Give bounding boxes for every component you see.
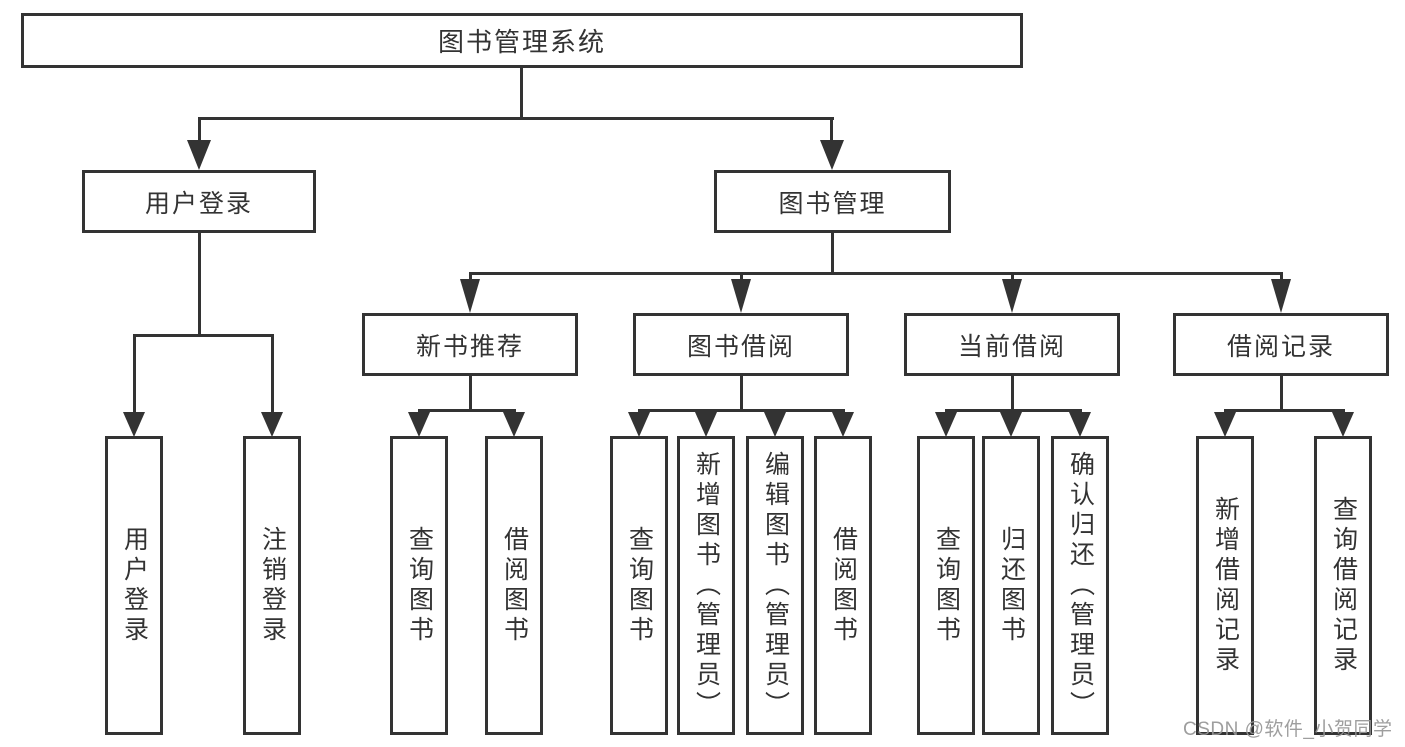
arrow-down-icon [695,412,717,437]
connector-line [1224,409,1344,412]
connector-line [1280,272,1283,280]
node-borrowing-records-label: 借阅记录 [1226,332,1335,361]
connector-line [1011,272,1014,280]
connector-line [469,272,1283,275]
connector-line [1011,376,1014,411]
arrow-down-icon [628,412,650,437]
node-book-management: 图书管理 [714,170,951,233]
connector-line [198,117,834,120]
arrow-down-icon [731,279,751,313]
connector-line [740,376,743,411]
node-book-borrowing: 图书借阅 [633,313,849,376]
node-new-book-recommend: 新书推荐 [362,313,578,376]
arrow-down-icon [503,412,525,437]
leaf-borrow-books: 借阅图书 [814,436,872,735]
leaf-user-login-label: 用户登录 [120,525,149,646]
leaf-query-borrow-record: 查询借阅记录 [1314,436,1372,735]
leaf-borrow-books-label: 借阅图书 [829,525,858,646]
connector-line [1280,376,1283,411]
arrow-down-icon [123,412,145,437]
arrow-down-icon [820,140,844,170]
node-new-book-recommend-label: 新书推荐 [415,332,524,361]
leaf-query-borrow-record-label: 查询借阅记录 [1329,495,1358,676]
connector-line [133,334,136,414]
connector-line [469,376,472,411]
leaf-query-books-borrowing: 查询图书 [610,436,668,735]
leaf-query-books-borrowing-label: 查询图书 [625,525,654,646]
leaf-edit-books-admin-label: 编辑图书（管理员） [761,450,790,721]
leaf-add-books-admin: 新增图书（管理员） [677,436,735,735]
leaf-add-borrow-record-label: 新增借阅记录 [1211,495,1240,676]
leaf-add-books-admin-label: 新增图书（管理员） [692,450,721,721]
node-library-system: 图书管理系统 [21,13,1023,68]
connector-line [638,409,844,412]
connector-line [945,409,1081,412]
arrow-down-icon [832,412,854,437]
leaf-return-books: 归还图书 [982,436,1040,735]
leaf-query-books-current: 查询图书 [917,436,975,735]
leaf-add-borrow-record: 新增借阅记录 [1196,436,1254,735]
leaf-borrow-books-recommend: 借阅图书 [485,436,543,735]
leaf-edit-books-admin: 编辑图书（管理员） [746,436,804,735]
leaf-confirm-return-admin: 确认归还（管理员） [1051,436,1109,735]
node-current-borrowing: 当前借阅 [904,313,1120,376]
arrow-down-icon [1214,412,1236,437]
node-user-login-branch: 用户登录 [82,170,316,233]
node-library-system-label: 图书管理系统 [437,27,606,57]
node-current-borrowing-label: 当前借阅 [957,332,1066,361]
arrow-down-icon [1000,412,1022,437]
csdn-watermark: CSDN @软件_小贺同学 [1183,719,1393,740]
arrow-down-icon [1069,412,1091,437]
arrow-down-icon [1332,412,1354,437]
leaf-logout-label: 注销登录 [258,525,287,646]
leaf-borrow-books-recommend-label: 借阅图书 [500,525,529,646]
node-book-management-label: 图书管理 [778,189,887,218]
connector-line [831,233,834,274]
arrow-down-icon [408,412,430,437]
leaf-confirm-return-admin-label: 确认归还（管理员） [1066,450,1095,721]
connector-line [271,334,274,414]
node-borrowing-records: 借阅记录 [1173,313,1389,376]
arrow-down-icon [935,412,957,437]
arrow-down-icon [187,140,211,170]
leaf-query-books-current-label: 查询图书 [932,525,961,646]
node-user-login-branch-label: 用户登录 [144,189,253,218]
connector-line [830,117,833,143]
arrow-down-icon [460,279,480,313]
connector-line [520,68,523,118]
connector-line [469,272,472,280]
arrow-down-icon [261,412,283,437]
connector-line [418,409,516,412]
arrow-down-icon [1002,279,1022,313]
arrow-down-icon [764,412,786,437]
connector-line [198,117,201,143]
leaf-user-login: 用户登录 [105,436,163,735]
connector-line [740,272,743,280]
connector-line [198,233,201,336]
leaf-logout: 注销登录 [243,436,301,735]
node-book-borrowing-label: 图书借阅 [686,332,795,361]
connector-line [133,334,274,337]
leaf-query-books-recommend-label: 查询图书 [405,525,434,646]
arrow-down-icon [1271,279,1291,313]
leaf-return-books-label: 归还图书 [997,525,1026,646]
leaf-query-books-recommend: 查询图书 [390,436,448,735]
